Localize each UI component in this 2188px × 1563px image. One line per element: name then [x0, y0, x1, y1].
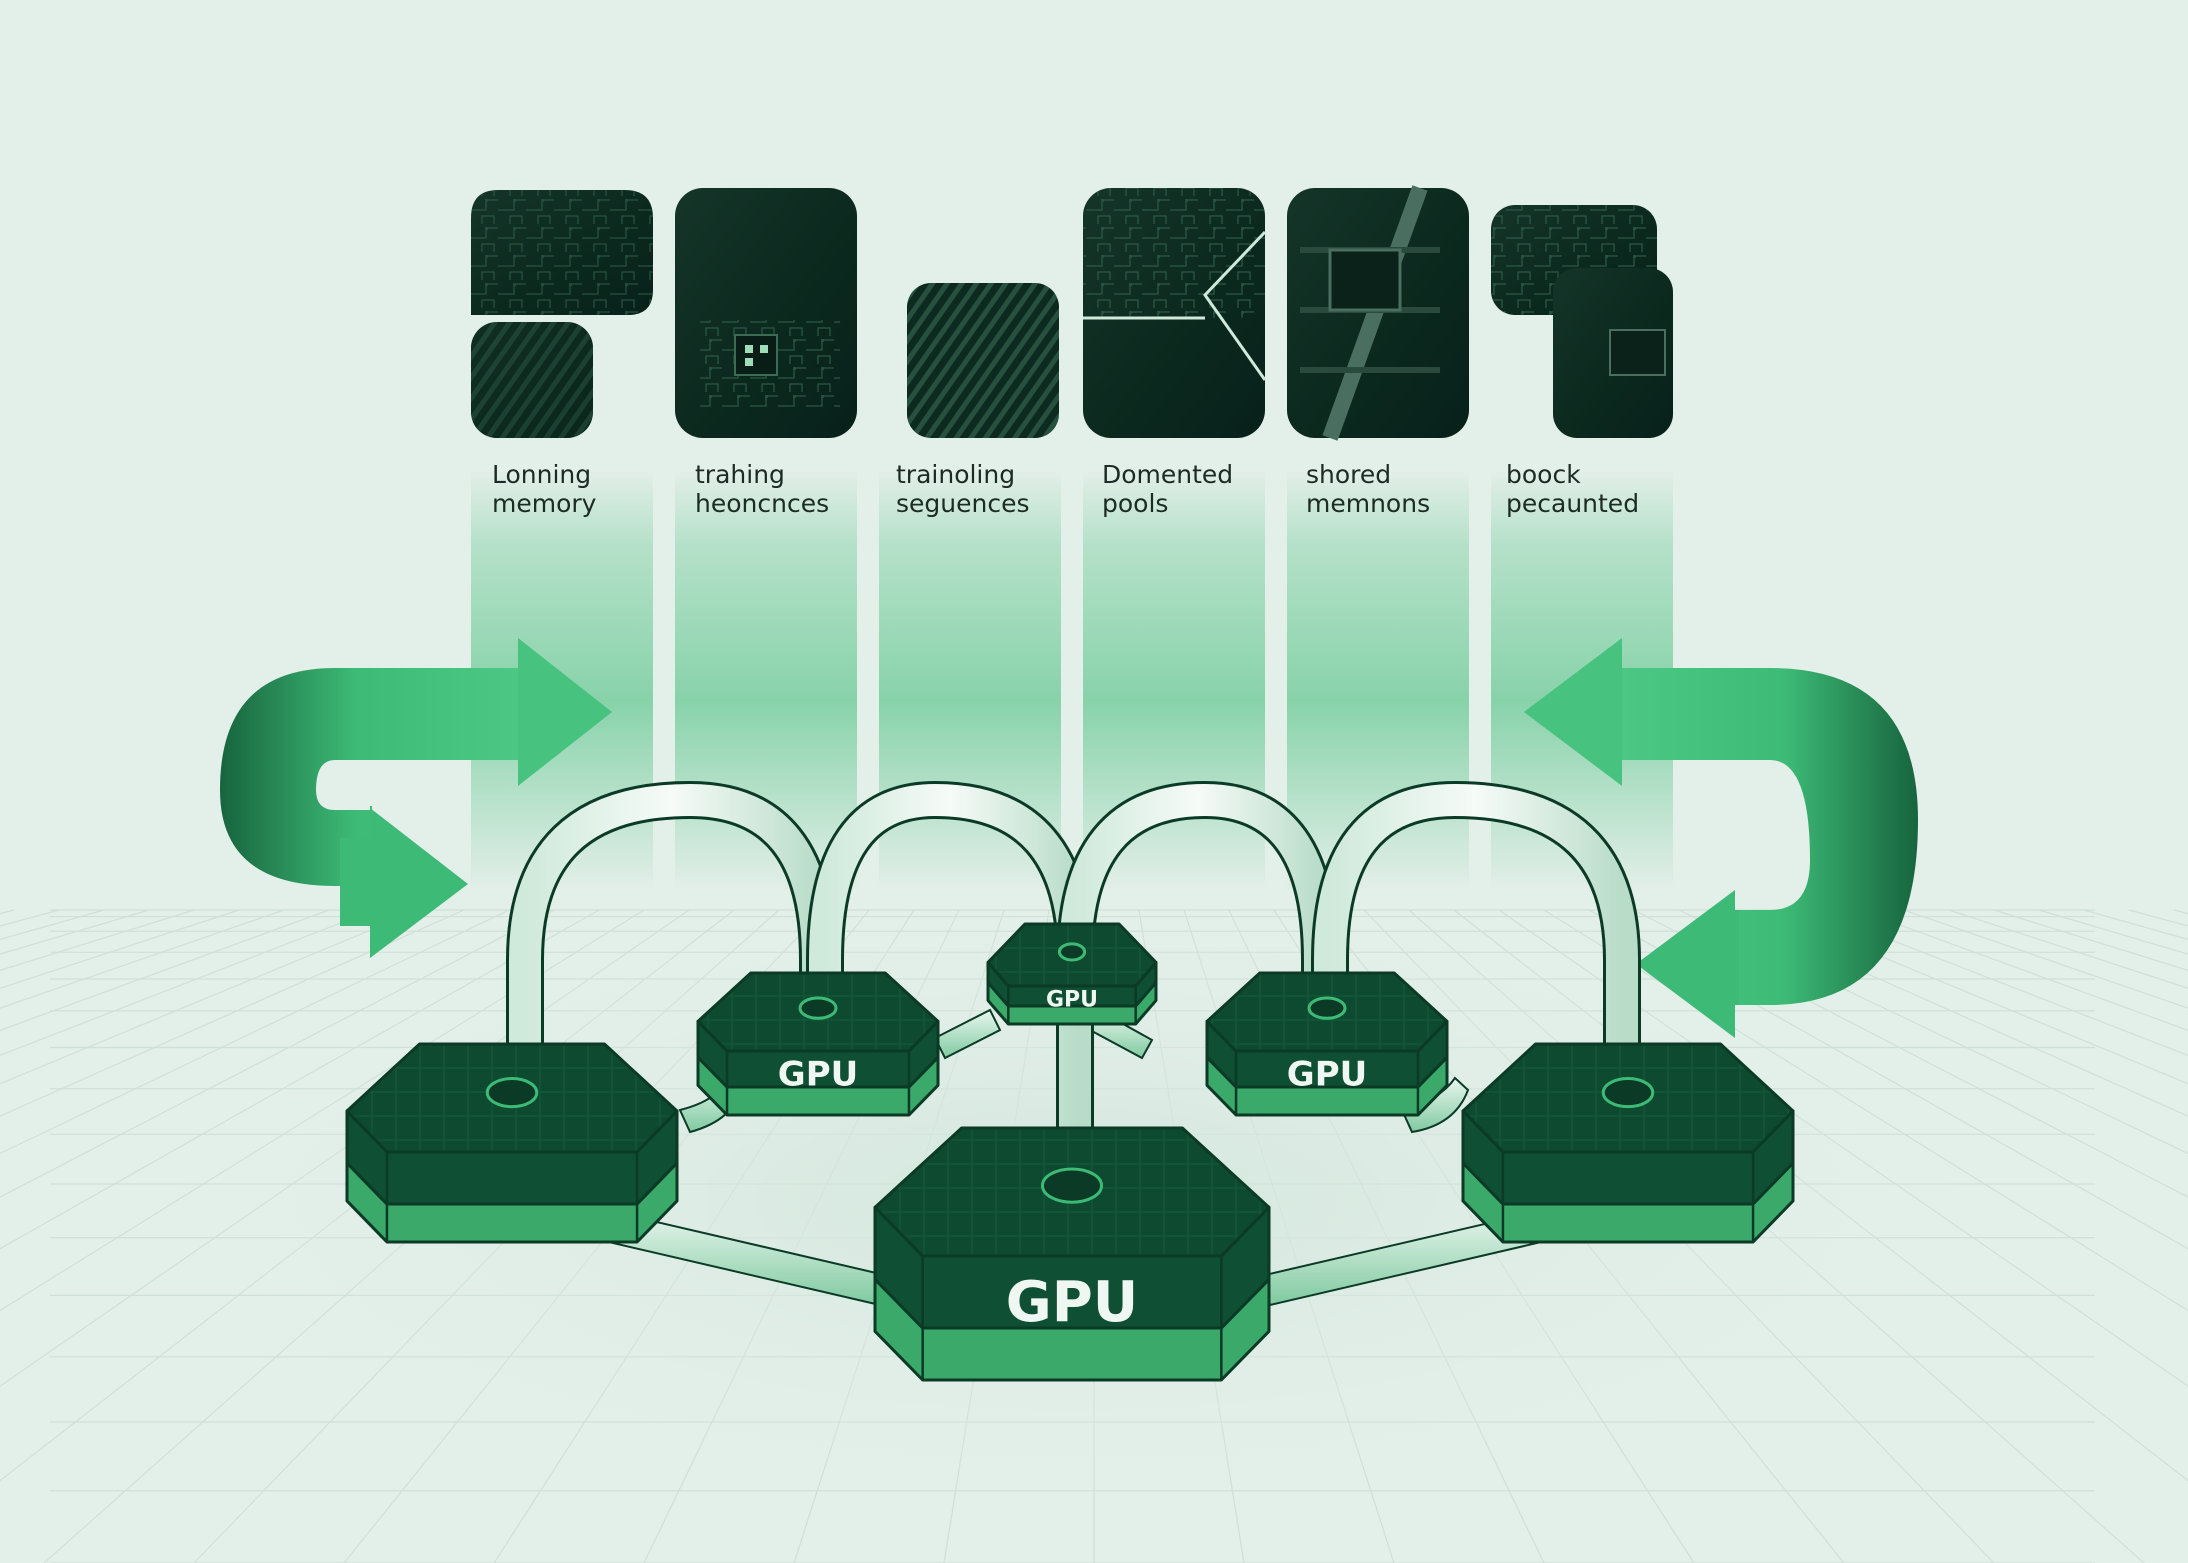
column-label-1-line2: memory [492, 489, 597, 518]
curved-arrow-left-icon [220, 638, 612, 958]
memory-block-2 [675, 188, 857, 438]
gpu-node-port [1040, 1167, 1104, 1204]
memory-block-3 [907, 283, 1059, 438]
column-label-4-line2: pools [1102, 489, 1168, 518]
gpu-node-port [1307, 996, 1347, 1020]
gpu-node-label: GPU [1006, 1270, 1138, 1335]
memory-block-6 [1491, 205, 1673, 438]
gpu-node-right-outer [1461, 1042, 1795, 1244]
gpu-node-left-outer [345, 1042, 679, 1244]
column-label-3-line2: seguences [896, 489, 1030, 518]
gpu-nodes: GPU GPU GPU GPU [345, 922, 1795, 1382]
gpu-node-label: GPU [1287, 1055, 1367, 1095]
column-label-3-line1: trainoling [896, 460, 1015, 489]
gpu-node-port [1057, 942, 1087, 962]
curved-arrow-right-icon [1524, 638, 1918, 1038]
memory-block-4 [1083, 188, 1267, 438]
column-label-2-line1: trahing [695, 460, 785, 489]
gpu-node-port [1601, 1077, 1655, 1109]
gpu-node-label: GPU [778, 1055, 858, 1095]
column-label-6-line1: boock [1506, 460, 1581, 489]
gpu-node-center: GPU [873, 1126, 1271, 1382]
column-label-6-line2: pecaunted [1506, 489, 1639, 518]
memory-pipes [506, 780, 1641, 1204]
column-label-2-line2: heoncnces [695, 489, 829, 518]
column-label-5-line2: memnons [1306, 489, 1430, 518]
gpu-node-back: GPU [986, 922, 1158, 1026]
column-labels: Lonning memory trahing heoncnces trainol… [492, 460, 1639, 518]
gpu-node-left-mid: GPU [696, 971, 940, 1117]
gpu-node-right-mid: GPU [1205, 971, 1449, 1117]
column-label-5-line1: shored [1306, 460, 1391, 489]
gpu-node-label: GPU [1046, 987, 1098, 1012]
memory-blocks [471, 185, 1673, 441]
column-label-1-line1: Lonning [492, 460, 591, 489]
column-label-4-line1: Domented [1102, 460, 1233, 489]
memory-bands [471, 470, 1673, 890]
gpu-node-port [485, 1077, 539, 1109]
memory-block-5 [1287, 185, 1469, 441]
memory-block-1 [471, 190, 653, 438]
gpu-node-port [798, 996, 838, 1020]
